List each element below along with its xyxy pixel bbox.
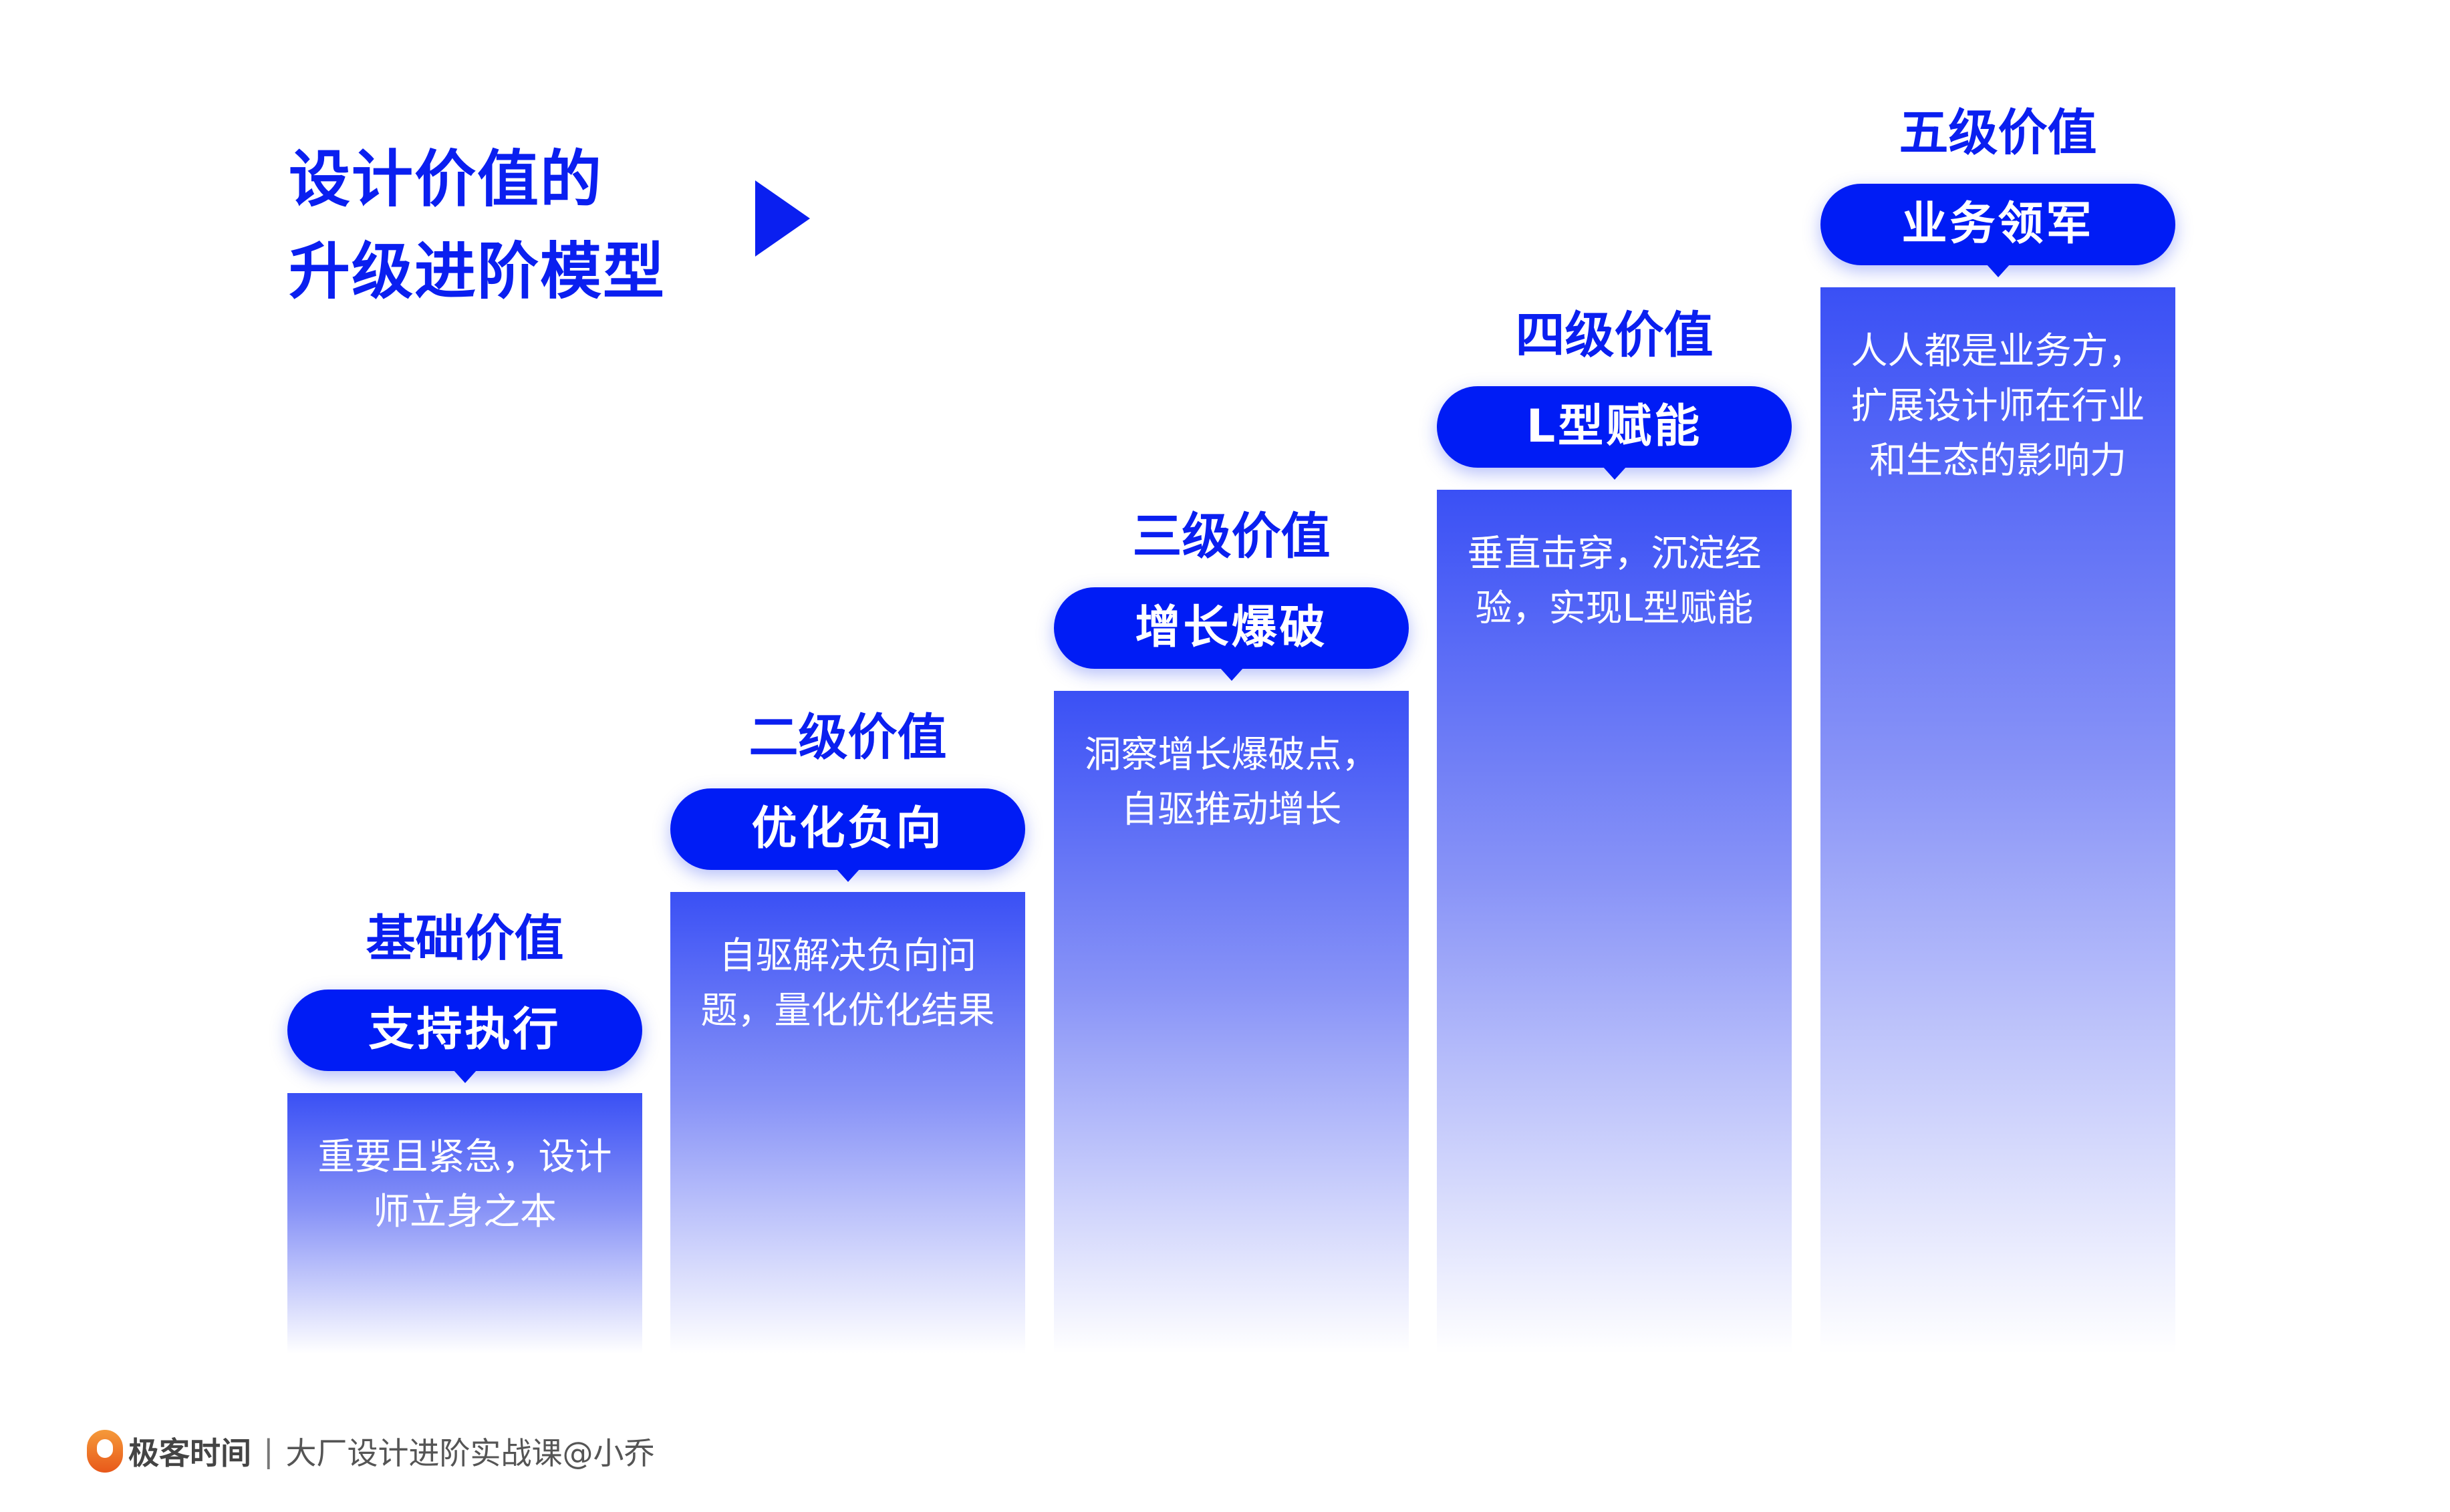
level-bar: 自驱解决负向问题，量化优化结果 xyxy=(670,892,1025,1354)
footer: 极客时间 | 大厂设计进阶实战课@小乔 xyxy=(87,1430,655,1473)
level-title: 二级价值 xyxy=(748,709,947,766)
play-triangle-icon xyxy=(755,180,810,257)
diagram-title: 设计价值的 升级进阶模型 xyxy=(289,134,666,318)
level-title: 三级价值 xyxy=(1132,508,1331,565)
geektime-logo-icon xyxy=(87,1430,123,1473)
level-bar: 人人都是业务方，扩展设计师在行业和生态的影响力 xyxy=(1820,287,2175,1354)
level-bar: 垂直击穿，沉淀经验，实现L型赋能 xyxy=(1437,490,1792,1354)
level-tag: 支持执行 xyxy=(287,990,642,1083)
level-title: 基础价值 xyxy=(366,910,564,967)
level-title: 四级价值 xyxy=(1515,307,1714,364)
level-tag: 业务领军 xyxy=(1820,184,2175,277)
level-title: 五级价值 xyxy=(1899,104,2097,162)
level-tag: L型赋能 xyxy=(1437,386,1792,480)
footer-course: 大厂设计进阶实战课@小乔 xyxy=(285,1435,655,1471)
level-tag: 优化负向 xyxy=(670,788,1025,882)
title-line-2: 升级进阶模型 xyxy=(289,236,666,307)
level-tag: 增长爆破 xyxy=(1054,587,1409,681)
level-bar: 重要且紧急，设计师立身之本 xyxy=(287,1093,642,1354)
footer-separator: | xyxy=(263,1433,274,1469)
footer-brand: 极客时间 xyxy=(128,1435,251,1471)
level-bar: 洞察增长爆破点，自驱推动增长 xyxy=(1054,691,1409,1354)
title-line-1: 设计价值的 xyxy=(289,144,603,215)
